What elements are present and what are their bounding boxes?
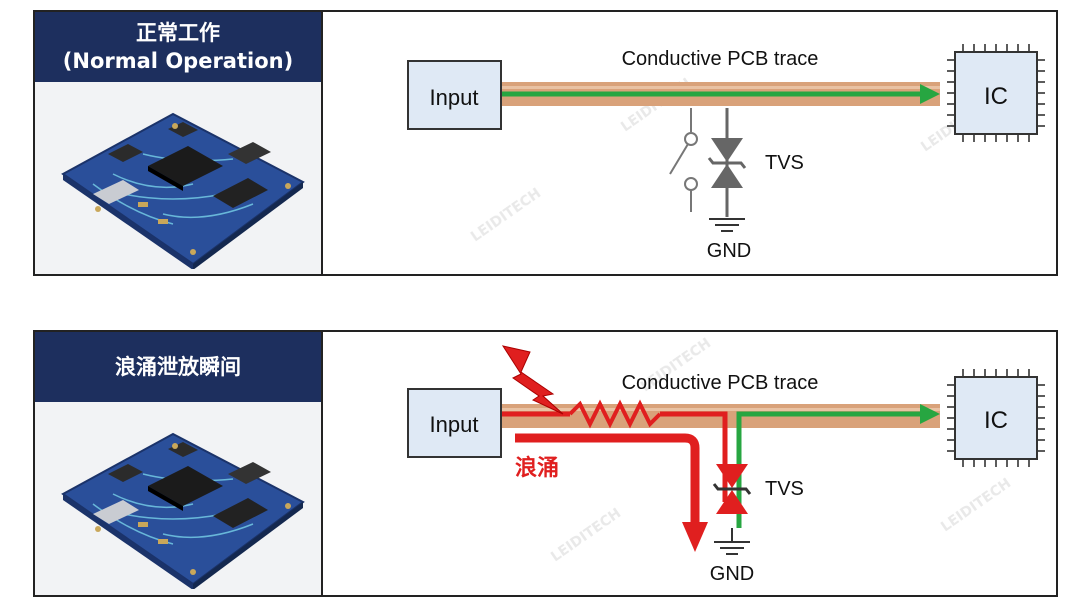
ic-pins xyxy=(947,369,1045,467)
ic-label: IC xyxy=(984,83,1008,110)
ic-box xyxy=(954,51,1038,135)
tvs-label: TVS xyxy=(765,478,804,500)
input-label: Input xyxy=(430,85,479,110)
gnd-label: GND xyxy=(707,240,751,262)
open-switch xyxy=(669,108,698,212)
normal-operation-panel: 正常工作 (Normal Operation) xyxy=(33,10,1058,276)
surge-arrow-head xyxy=(682,522,708,552)
normal-circuit-diagram: LEIDITECH LEIDITECH LEIDITECH Input IC C… xyxy=(407,44,1045,262)
lightning-icon xyxy=(501,345,564,415)
pcb-board-image xyxy=(61,112,305,269)
clamped-signal-line xyxy=(736,411,923,528)
normal-title-cn: 正常工作 xyxy=(136,21,220,45)
surge-title-box: 浪涌泄放瞬间 xyxy=(35,332,321,402)
watermark-text: LEIDITECH xyxy=(938,475,1014,535)
input-box xyxy=(407,388,502,458)
input-box xyxy=(407,60,502,130)
surge-circuit-diagram: LEIDITECH LEIDITECH LEIDITECH Input 浪涌 I… xyxy=(407,335,1045,585)
surge-discharge-panel: 浪涌泄放瞬间 LEIDITECH LEIDIT xyxy=(33,330,1058,597)
signal-arrow xyxy=(920,404,940,424)
normal-title-box: 正常工作 (Normal Operation) xyxy=(35,12,321,82)
ic-box xyxy=(954,376,1038,460)
tvs-label: TVS xyxy=(765,152,804,174)
gnd-label: GND xyxy=(710,563,754,585)
ground-symbol xyxy=(714,541,750,555)
ic-label: IC xyxy=(984,407,1008,434)
pcb-board-image xyxy=(61,432,305,589)
tvs-diode xyxy=(707,108,747,217)
resistor-symbol xyxy=(568,399,662,429)
watermark-text: LEIDITECH xyxy=(468,185,544,245)
ic-pins xyxy=(947,44,1045,142)
surge-left-column: 浪涌泄放瞬间 xyxy=(35,332,323,595)
normal-left-column: 正常工作 (Normal Operation) xyxy=(35,12,323,274)
normal-title-en: (Normal Operation) xyxy=(62,49,294,73)
surge-current-path xyxy=(515,433,700,528)
trace-label: Conductive PCB trace xyxy=(622,48,819,70)
watermark-text: LEIDITECH xyxy=(548,505,624,565)
surge-label: 浪涌 xyxy=(515,455,559,481)
input-label: Input xyxy=(430,412,479,437)
tvs-diode xyxy=(712,464,752,514)
surge-title: 浪涌泄放瞬间 xyxy=(115,355,241,379)
trace-label: Conductive PCB trace xyxy=(622,372,819,394)
watermark-group: LEIDITECH LEIDITECH LEIDITECH xyxy=(548,335,1014,565)
ground-symbol xyxy=(709,218,745,232)
signal-arrow xyxy=(920,84,940,104)
